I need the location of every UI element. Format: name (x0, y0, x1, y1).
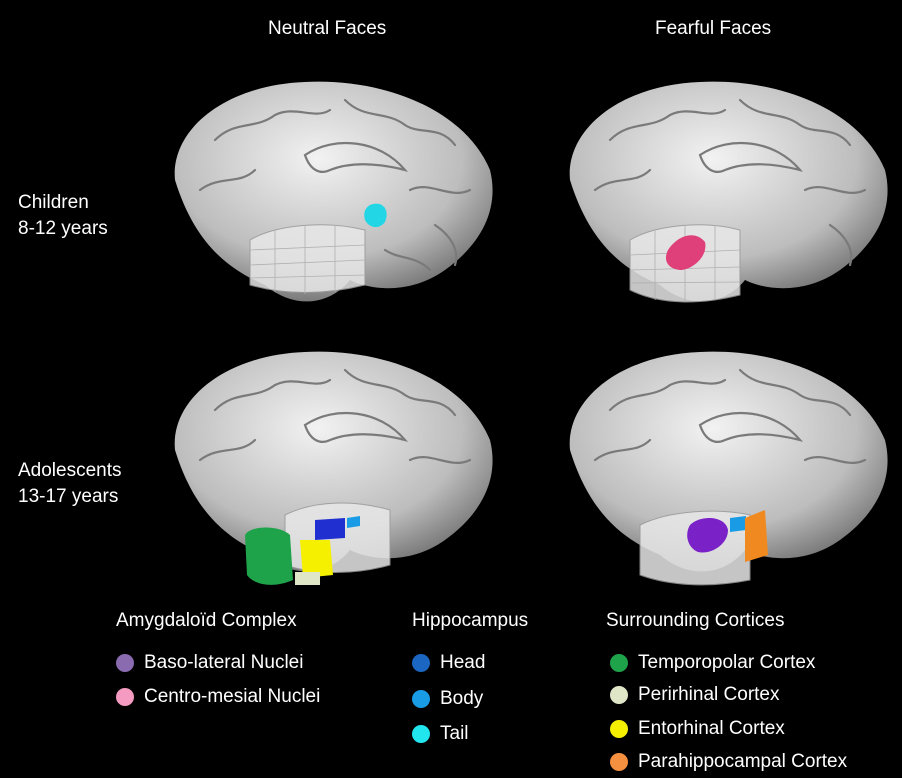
row-label-adolescents: Adolescents 13-17 years (18, 458, 122, 510)
legend-dot-icon (610, 720, 628, 738)
legend-title-cortices: Surrounding Cortices (606, 610, 784, 632)
legend-dot-icon (610, 753, 628, 771)
legend-dot-icon (412, 654, 430, 672)
legend-item-baso-lateral: Baso-lateral Nuclei (116, 652, 303, 674)
brain-panel-children-neutral (155, 70, 500, 335)
legend-dot-icon (610, 686, 628, 704)
brain-adolescents-fearful-svg (550, 340, 895, 605)
highlight-perirhinal (295, 572, 320, 585)
hippocampal-mesh (250, 225, 365, 293)
row-label-adolescents-group: Adolescents (18, 458, 122, 484)
legend-dot-icon (116, 654, 134, 672)
brain-children-fearful-svg (550, 70, 895, 335)
legend-label: Entorhinal Cortex (638, 718, 785, 740)
column-title-neutral: Neutral Faces (268, 18, 386, 40)
row-label-children: Children 8-12 years (18, 190, 108, 242)
brain-children-neutral-svg (155, 70, 500, 335)
legend-label: Head (440, 652, 485, 674)
legend-label: Baso-lateral Nuclei (144, 652, 303, 674)
brain-panel-adolescents-fearful (550, 340, 895, 605)
legend-item-head: Head (412, 652, 485, 674)
legend-item-tail: Tail (412, 723, 469, 745)
legend-dot-icon (412, 725, 430, 743)
brain-adolescents-neutral-svg (155, 340, 500, 605)
legend-label: Temporopolar Cortex (638, 652, 815, 674)
legend-label: Tail (440, 723, 469, 745)
row-label-children-age: 8-12 years (18, 216, 108, 242)
legend-label: Parahippocampal Cortex (638, 751, 847, 773)
brain-panel-adolescents-neutral (155, 340, 500, 605)
legend-label: Body (440, 688, 483, 710)
legend-dot-icon (412, 690, 430, 708)
highlight-parahippocampal (745, 510, 768, 562)
legend-title-amygdala: Amygdaloïd Complex (116, 610, 297, 632)
brain-panel-children-fearful (550, 70, 895, 335)
legend-item-centro-mesial: Centro-mesial Nuclei (116, 686, 320, 708)
legend-item-perirhinal: Perirhinal Cortex (610, 684, 780, 706)
highlight-hippocampal-body (730, 516, 746, 532)
row-label-adolescents-age: 13-17 years (18, 484, 122, 510)
highlight-temporopolar (245, 528, 293, 585)
legend-item-body: Body (412, 688, 483, 710)
row-label-children-group: Children (18, 190, 108, 216)
legend-dot-icon (116, 688, 134, 706)
legend-item-parahippocampal: Parahippocampal Cortex (610, 751, 847, 773)
legend-item-temporopolar: Temporopolar Cortex (610, 652, 815, 674)
legend-label: Centro-mesial Nuclei (144, 686, 320, 708)
highlight-hippocampal-body (347, 516, 360, 528)
highlight-hippocampal-tail (364, 204, 386, 227)
column-title-fearful: Fearful Faces (655, 18, 771, 40)
legend-title-hippocampus: Hippocampus (412, 610, 528, 632)
legend-dot-icon (610, 654, 628, 672)
highlight-hippocampal-head (315, 518, 345, 540)
legend-label: Perirhinal Cortex (638, 684, 780, 706)
legend-item-entorhinal: Entorhinal Cortex (610, 718, 785, 740)
